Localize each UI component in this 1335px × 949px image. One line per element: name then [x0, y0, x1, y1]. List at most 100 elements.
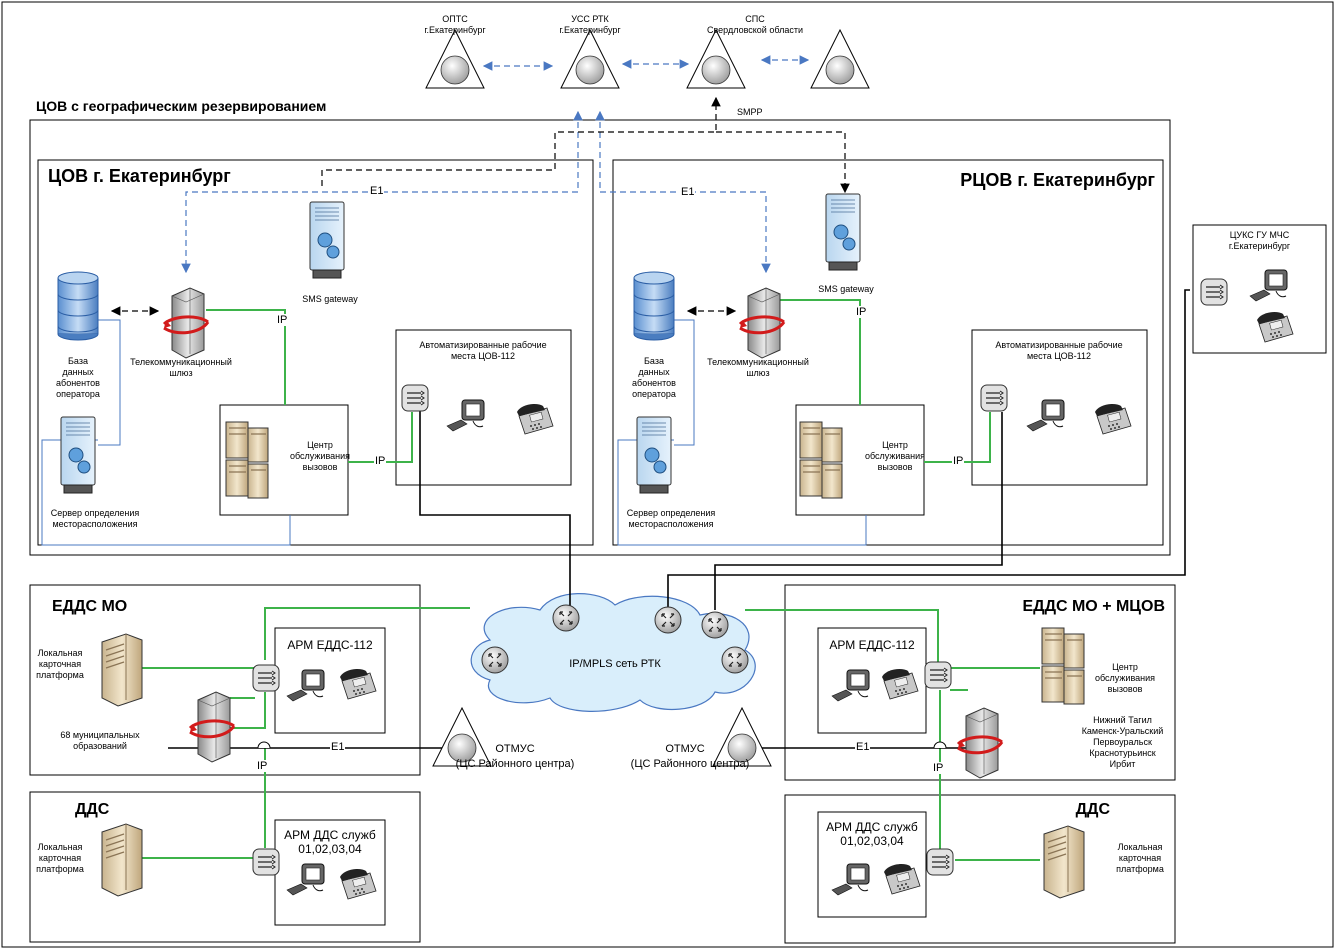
cov-pc-icon	[446, 399, 485, 432]
rcov-workstations-frame	[971, 329, 1148, 486]
dds-right-switch-icon	[926, 848, 954, 876]
dds-right-platform-icon	[1043, 825, 1085, 899]
rcov-phone-icon	[1094, 403, 1132, 435]
uss-label: УСС РТК г.Екатеринбург	[559, 14, 621, 35]
dds-left-platform-label: Локальная карточная платформа	[36, 842, 84, 874]
cov-gateway-label: Телекоммуникационный шлюз	[130, 357, 232, 378]
dds-right-pc-icon	[831, 863, 870, 896]
edds-mo-title: ЕДДС МО	[52, 598, 128, 615]
rcov-sms-label: SMS gateway	[818, 284, 874, 294]
cloud-router-4	[701, 611, 729, 639]
rcov-gateway-label: Телекоммуникационный шлюз	[707, 357, 809, 378]
rcov-db-icon	[633, 271, 675, 341]
edds-mcov-gateway-icon	[956, 706, 1004, 780]
edds-mcov-title: ЕДДС МО + МЦОВ	[1022, 598, 1166, 615]
edds-mo-arm-label: АРМ ЕДДС-112	[287, 638, 373, 652]
cov-ip-label: IP	[276, 314, 289, 326]
cov-location-server-icon	[60, 416, 96, 494]
dds-left-platform-icon	[101, 823, 143, 897]
otmus-left-sub: (ЦС Районного центра)	[455, 758, 575, 770]
rcov-e1-label: E1	[680, 186, 696, 198]
uss-node	[560, 29, 620, 89]
cloud-router-5	[721, 646, 749, 674]
edds-mo-ip-label: IP	[256, 760, 269, 772]
geo-group-title: ЦОВ с географическим резервированием	[36, 98, 327, 114]
cov-db-icon	[57, 271, 99, 341]
edds-mo-phone-icon	[339, 668, 377, 700]
rcov-callcenter-label: Центр обслуживания вызовов	[864, 440, 926, 472]
otmus-right-name: ОТМУС	[665, 743, 705, 755]
edds-mo-switch-icon	[252, 664, 280, 692]
cov-callcenter-icon	[225, 421, 269, 499]
rcov-db-label: База данных абонентов оператора	[632, 356, 676, 399]
cuks-label: ЦУКС ГУ МЧС г.Екатеринбург	[1228, 230, 1291, 251]
rcov-switch-icon	[980, 384, 1008, 412]
cloud-router-3	[654, 606, 682, 634]
cov-sms-gateway-icon	[309, 201, 345, 279]
edds-mo-platform-label: Локальная карточная платформа	[36, 648, 84, 680]
cov-switch-icon	[401, 384, 429, 412]
otmus-right-sub: (ЦС Районного центра)	[630, 758, 750, 770]
rcov-callcenter-icon	[799, 421, 843, 499]
ip-mpls-cloud	[470, 593, 756, 712]
cov-phone-icon	[516, 403, 554, 435]
otmus-left-name: ОТМУС	[495, 743, 535, 755]
edds-mo-platform-icon	[101, 633, 143, 707]
dds-right-title: ДДС	[1075, 801, 1110, 818]
edds-mo-frame	[29, 584, 421, 776]
edds-mo-e1-label: E1	[330, 741, 346, 753]
cloud-label: IP/MPLS сеть РТК	[569, 658, 661, 670]
dds-right-arm-label: АРМ ДДС служб 01,02,03,04	[826, 820, 918, 848]
cuks-pc-icon	[1249, 269, 1288, 302]
edds-mcov-pc-icon	[831, 669, 870, 702]
edds-mcov-callcenter-icon	[1041, 627, 1085, 705]
rcov-frame	[612, 159, 1164, 546]
cov-db-label: База данных абонентов оператора	[56, 356, 100, 399]
dds-left-title: ДДС	[75, 801, 110, 818]
cov-location-label: Сервер определения месторасположения	[50, 508, 140, 529]
cov-title: ЦОВ г. Екатеринбург	[48, 166, 231, 186]
rcov-location-label: Сервер определения месторасположения	[626, 508, 716, 529]
optc-label: ОПТС г.Екатеринбург	[424, 14, 486, 35]
rcov-ip2-label: IP	[952, 455, 965, 467]
cov-callcenter-label: Центр обслуживания вызовов	[289, 440, 351, 472]
cov-gateway-icon	[162, 286, 210, 360]
edds-mcov-phone-icon	[881, 668, 919, 700]
edds-mcov-ip-label: IP	[932, 762, 945, 774]
edds-mcov-e1-label: E1	[855, 741, 871, 753]
sps-node	[686, 29, 746, 89]
edds-mcov-callcenter-label: Центр обслуживания вызовов	[1094, 662, 1156, 694]
cloud-router-1	[481, 646, 509, 674]
rcov-ip-label: IP	[855, 306, 868, 318]
rcov-gateway-icon	[738, 286, 786, 360]
rcov-workstations-label: Автоматизированные рабочие места ЦОВ-112	[995, 340, 1123, 361]
dds-right-arm-frame	[817, 811, 927, 918]
edds-mo-pc-icon	[286, 669, 325, 702]
edds-mo-municipal-label: 68 муниципальных образований	[60, 730, 140, 751]
edds-mcov-switch-icon	[924, 661, 952, 689]
sps-peer-node	[810, 29, 870, 89]
rcov-title: РЦОВ г. Екатеринбург	[960, 170, 1155, 190]
dds-left-frame	[29, 791, 421, 943]
rcov-location-server-icon	[636, 416, 672, 494]
cuks-frame	[1192, 224, 1327, 354]
edds-mcov-frame	[784, 584, 1176, 781]
cloud-router-2	[552, 604, 580, 632]
dds-right-frame	[784, 794, 1176, 944]
cov-workstations-frame	[395, 329, 572, 486]
edds-mo-gateway-icon	[188, 690, 236, 764]
dds-left-phone-icon	[339, 868, 377, 900]
sps-label: СПС Свердловской области	[706, 14, 803, 35]
cuks-switch-icon	[1200, 278, 1228, 306]
cov-e1-label: E1	[369, 185, 385, 197]
edds-mcov-arm-label: АРМ ЕДДС-112	[829, 638, 915, 652]
optc-node	[425, 29, 485, 89]
cov-workstations-label: Автоматизированные рабочие места ЦОВ-112	[419, 340, 547, 361]
dds-left-pc-icon	[286, 863, 325, 896]
cov-ip2-label: IP	[374, 455, 387, 467]
dds-right-phone-icon	[883, 863, 921, 895]
cuks-phone-icon	[1256, 311, 1294, 343]
rcov-pc-icon	[1026, 399, 1065, 432]
edds-mcov-cities-label: Нижний Тагил Каменск-Уральский Первоурал…	[1081, 715, 1164, 769]
